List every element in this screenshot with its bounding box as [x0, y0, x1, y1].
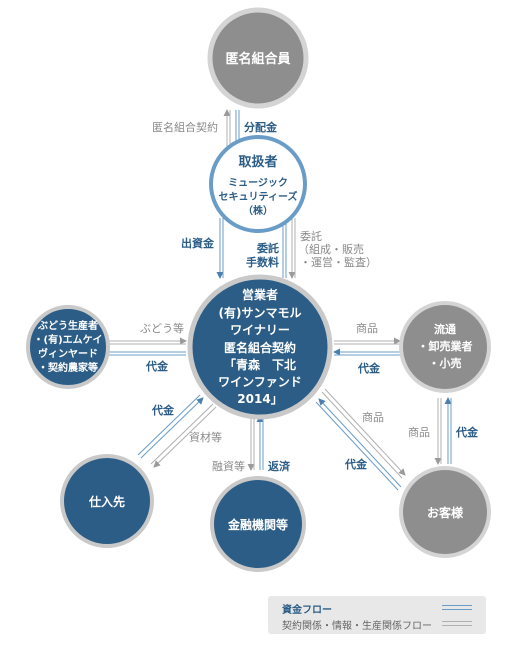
label-daikin-kyaku-diag: 代金	[344, 457, 368, 471]
legend-contract-flow: 契約関係・情報・生産関係フロー	[282, 621, 432, 632]
node-budo-seisansha: ぶどう生産者 ・(有)エムケイ ヴィンヤード ・契約農家等	[26, 305, 110, 389]
node-ryutsu-line3: ・小売	[429, 356, 462, 370]
node-kyaku-text: お客様	[427, 505, 464, 520]
node-eigyo-line1: 営業者	[242, 287, 278, 302]
node-ryutsu: 流通 ・卸売業者 ・小売	[399, 301, 491, 393]
label-itaku-tesu-1: 委託	[256, 241, 279, 255]
node-ryutsu-line2: ・卸売業者	[418, 339, 473, 353]
label-shusshi: 出資金	[181, 236, 215, 250]
node-ryutsu-line1: 流通	[434, 322, 456, 336]
node-budo-line4: ・契約農家等	[38, 361, 98, 374]
flow-labels: 匿名組合契約 分配金 出資金 委託 手数料 委託 （組成・販売 ・運営・監査） …	[140, 120, 479, 473]
label-shohin-kyaku-diag: 商品	[362, 410, 384, 424]
node-toriatsukai-title: 取扱者	[238, 154, 277, 170]
node-okyakusama: お客様	[399, 466, 491, 558]
node-eigyosha: 営業者 (有)サンマモル ワイナリー 匿名組合契約 「青森 下北 ワインファンド…	[187, 274, 333, 420]
label-yushi: 融資等	[212, 459, 245, 473]
node-toriatsukai-line3: （株）	[243, 204, 273, 217]
node-toriatsukai-line2: セキュリティーズ	[219, 190, 298, 203]
legend-money-flow: 資金フロー	[282, 605, 332, 616]
legend-contract-line	[442, 621, 472, 626]
node-budo-line3: ヴィンヤード	[38, 347, 98, 360]
node-shiire-text: 仕入先	[88, 494, 125, 509]
node-budo-line1: ぶどう生産者	[37, 319, 98, 332]
node-tokumei-text: 匿名組合員	[225, 51, 290, 67]
node-budo-line2: ・(有)エムケイ	[34, 333, 103, 346]
node-eigyo-line6: ワインファンド	[218, 375, 302, 389]
legend: 資金フロー 契約関係・情報・生産関係フロー	[268, 596, 486, 634]
label-shohin-kyaku-vert: 商品	[408, 425, 430, 439]
label-itaku-1: 委託	[300, 229, 322, 243]
label-shizai: 資材等	[189, 430, 222, 444]
label-daikin-budo: 代金	[145, 359, 169, 373]
node-eigyo-line7: 2014」	[237, 392, 282, 406]
legend-money-line	[442, 605, 472, 610]
label-itaku-2: （組成・販売	[298, 243, 364, 256]
node-eigyo-line3: ワイナリー	[230, 323, 290, 337]
node-tokumei-kumiaiin: 匿名組合員	[207, 7, 309, 109]
label-itaku-tesu-2: 手数料	[246, 255, 279, 269]
connector-lines	[99, 109, 452, 491]
node-toriatsukai-line1: ミュージック	[228, 177, 288, 189]
label-shohin-ryutsu: 商品	[356, 321, 378, 335]
label-itaku-3: ・運営・監査）	[300, 255, 377, 269]
label-tokumei-keiyaku: 匿名組合契約	[152, 120, 218, 134]
label-hensai: 返済	[268, 459, 291, 473]
node-eigyo-line5: 「青森 下北	[224, 357, 296, 372]
node-kinyu-kikan: 金融機関等	[210, 476, 306, 572]
node-shiiresaki: 仕入先	[60, 454, 154, 548]
label-budo-to: ぶどう等	[140, 321, 184, 335]
label-bunpai: 分配金	[244, 120, 278, 134]
label-daikin-kyaku-vert: 代金	[455, 425, 479, 439]
node-eigyo-line4: 匿名組合契約	[224, 340, 296, 355]
label-daikin-shiire: 代金	[151, 403, 175, 417]
node-eigyo-line2: (有)サンマモル	[219, 305, 302, 320]
label-daikin-ryutsu: 代金	[357, 361, 381, 375]
node-toriatsukaisha: 取扱者 ミュージック セキュリティーズ （株）	[209, 135, 307, 233]
node-kinyu-text: 金融機関等	[227, 517, 288, 532]
